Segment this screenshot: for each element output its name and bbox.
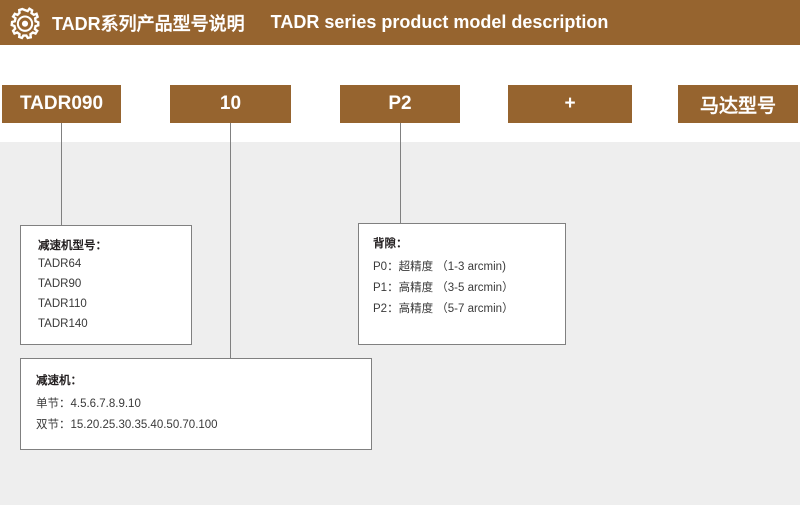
detail-line: P1：高精度 （3-5 arcmin） <box>373 282 514 294</box>
detail-line: TADR140 <box>38 318 88 330</box>
model-code-box-plus[interactable]: + <box>508 85 632 123</box>
detail-line: TADR90 <box>38 278 82 290</box>
model-code-box-backlash[interactable]: P2 <box>340 85 460 123</box>
gear-icon <box>10 6 40 39</box>
detail-title-reducer-model: 减速机型号： <box>38 240 107 252</box>
header-bar: TADR系列产品型号说明 TADR series product model d… <box>0 0 800 45</box>
detail-title-reduction-ratio: 减速机： <box>36 375 82 387</box>
header-title-cn: TADR系列产品型号说明 <box>52 13 245 34</box>
header-title-en: TADR series product model description <box>270 12 609 32</box>
model-code-box-motor[interactable]: 马达型号 <box>678 85 798 123</box>
connector-line-model <box>61 123 62 227</box>
detail-title-backlash: 背隙： <box>373 238 408 250</box>
detail-line: 单节：4.5.6.7.8.9.10 <box>36 398 141 410</box>
detail-line: TADR64 <box>38 258 82 270</box>
model-code-box-ratio[interactable]: 10 <box>170 85 291 123</box>
detail-line: TADR110 <box>38 298 87 310</box>
model-code-box-model[interactable]: TADR090 <box>2 85 121 123</box>
connector-line-backlash <box>400 123 401 227</box>
detail-line: P2：高精度 （5-7 arcmin） <box>373 303 514 315</box>
connector-line-ratio <box>230 123 231 360</box>
detail-line: P0：超精度 （1-3 arcmin) <box>373 261 506 273</box>
detail-box-backlash: 背隙： P0：超精度 （1-3 arcmin) P1：高精度 （3-5 arcm… <box>358 223 566 345</box>
detail-line: 双节：15.20.25.30.35.40.50.70.100 <box>36 419 218 431</box>
detail-box-reduction-ratio: 减速机： 单节：4.5.6.7.8.9.10 双节：15.20.25.30.35… <box>20 358 372 450</box>
detail-box-reducer-model: 减速机型号： TADR64 TADR90 TADR110 TADR140 <box>20 225 192 345</box>
